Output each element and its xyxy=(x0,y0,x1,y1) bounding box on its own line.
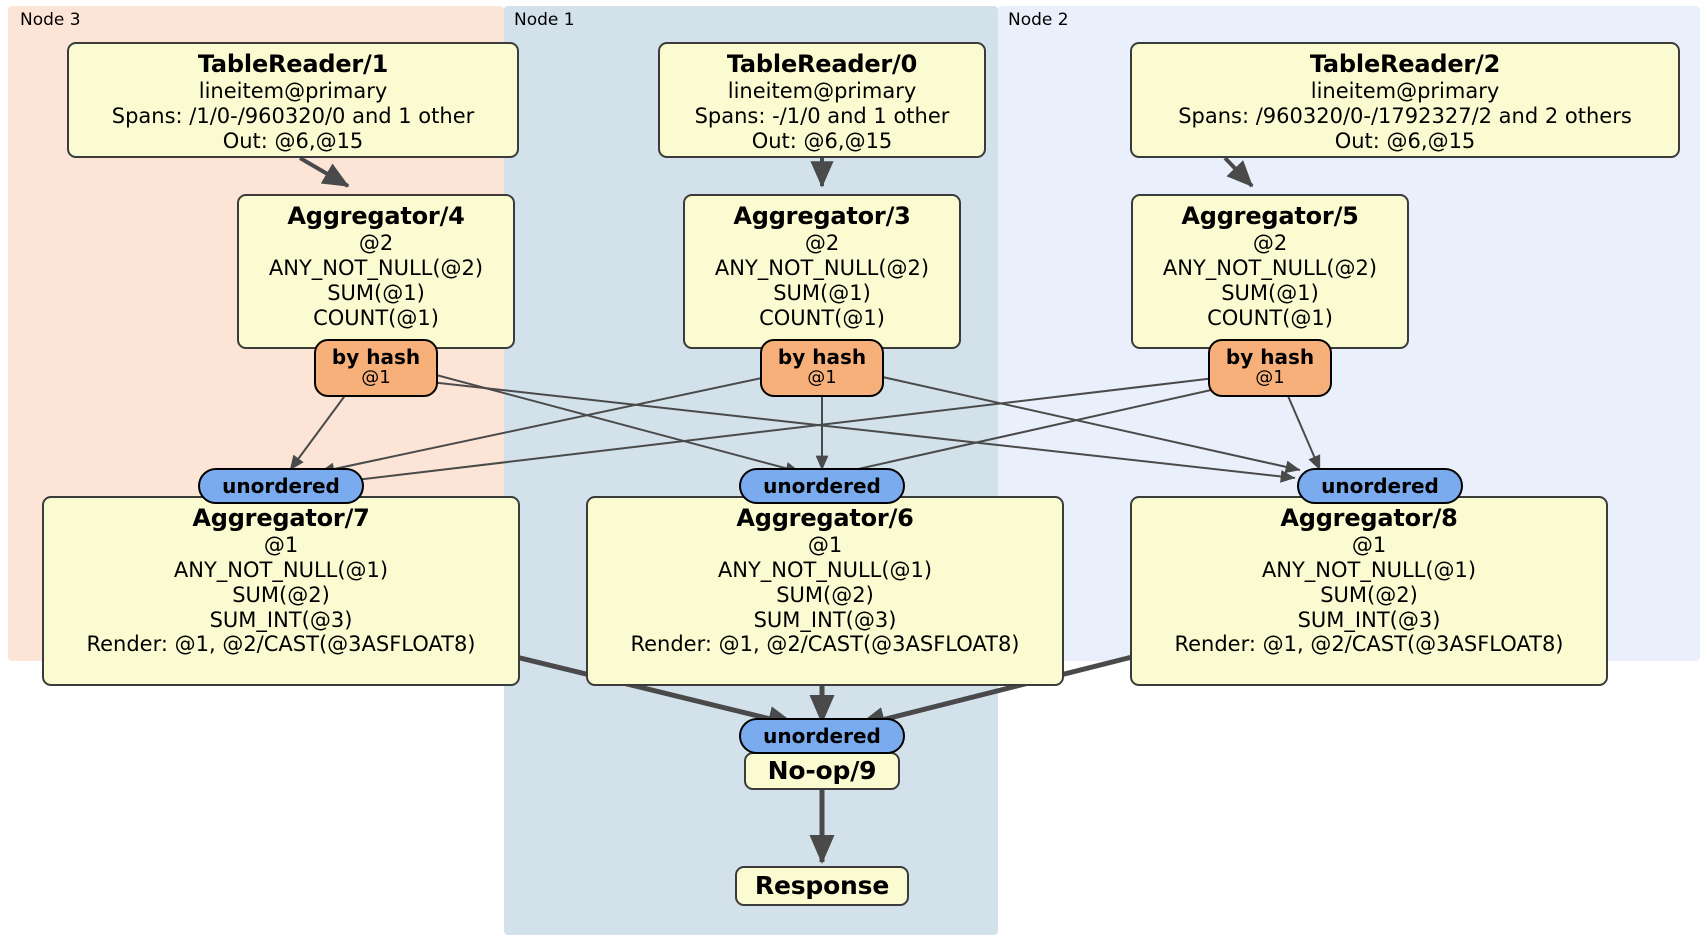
processor-line: Render: @1, @2/CAST(@3ASFLOAT8) xyxy=(1174,632,1564,657)
router-kind: by hash xyxy=(777,345,867,369)
processor-line: Out: @6,@15 xyxy=(1334,128,1476,153)
processor-line: SUM(@2) xyxy=(776,582,874,607)
router-kind: by hash xyxy=(1225,345,1315,369)
processor-title: No-op/9 xyxy=(767,756,877,786)
processor-line: SUM_INT(@3) xyxy=(753,607,897,632)
processor-line: ANY_NOT_NULL(@1) xyxy=(717,558,933,583)
processor-line: @1 xyxy=(263,533,299,558)
router-by-hash-aggregator-4[interactable]: by hash @1 xyxy=(314,339,438,397)
processor-line: lineitem@primary xyxy=(1310,79,1500,104)
processor-line: @2 xyxy=(804,231,840,256)
stream-unordered-left[interactable]: unordered xyxy=(198,468,364,504)
processor-line: Spans: /1/0-/960320/0 and 1 other xyxy=(111,104,475,129)
router-by-hash-aggregator-3[interactable]: by hash @1 xyxy=(760,339,884,397)
router-columns: @1 xyxy=(361,367,391,389)
processor-title: Aggregator/7 xyxy=(192,504,370,532)
processor-line: COUNT(@1) xyxy=(759,305,885,330)
router-columns: @1 xyxy=(807,367,837,389)
processor-line: Out: @6,@15 xyxy=(751,128,893,153)
processor-line: @1 xyxy=(807,533,843,558)
processor-line: @1 xyxy=(1351,533,1387,558)
processor-title: TableReader/0 xyxy=(726,50,918,78)
node-label-node2: Node 2 xyxy=(1008,10,1069,30)
processor-table-reader-0[interactable]: TableReader/0 lineitem@primary Spans: -/… xyxy=(658,42,986,158)
processor-line: lineitem@primary xyxy=(727,79,917,104)
processor-line: ANY_NOT_NULL(@1) xyxy=(173,558,389,583)
processor-table-reader-2[interactable]: TableReader/2 lineitem@primary Spans: /9… xyxy=(1130,42,1680,158)
processor-line: SUM(@1) xyxy=(773,280,871,305)
processor-line: ANY_NOT_NULL(@2) xyxy=(1162,256,1378,281)
stream-unordered-right[interactable]: unordered xyxy=(1297,468,1463,504)
processor-title: Response xyxy=(754,871,890,901)
processor-title: TableReader/2 xyxy=(1309,50,1501,78)
processor-title: TableReader/1 xyxy=(197,50,389,78)
router-columns: @1 xyxy=(1255,367,1285,389)
processor-aggregator-8[interactable]: Aggregator/8 @1 ANY_NOT_NULL(@1) SUM(@2)… xyxy=(1130,496,1608,686)
processor-line: SUM(@1) xyxy=(1221,280,1319,305)
processor-line: @2 xyxy=(358,231,394,256)
processor-line: Spans: /960320/0-/1792327/2 and 2 others xyxy=(1178,104,1632,129)
processor-line: ANY_NOT_NULL(@2) xyxy=(714,256,930,281)
node-label-node1: Node 1 xyxy=(514,10,575,30)
processor-aggregator-7[interactable]: Aggregator/7 @1 ANY_NOT_NULL(@1) SUM(@2)… xyxy=(42,496,520,686)
processor-line: ANY_NOT_NULL(@1) xyxy=(1261,558,1477,583)
processor-title: Aggregator/6 xyxy=(736,504,914,532)
processor-line: Render: @1, @2/CAST(@3ASFLOAT8) xyxy=(630,632,1020,657)
processor-aggregator-5[interactable]: Aggregator/5 @2 ANY_NOT_NULL(@2) SUM(@1)… xyxy=(1131,194,1409,349)
stream-unordered-mid[interactable]: unordered xyxy=(739,468,905,504)
processor-line: Spans: -/1/0 and 1 other xyxy=(694,104,950,129)
processor-line: Render: @1, @2/CAST(@3ASFLOAT8) xyxy=(86,632,476,657)
router-by-hash-aggregator-5[interactable]: by hash @1 xyxy=(1208,339,1332,397)
processor-line: SUM_INT(@3) xyxy=(1297,607,1441,632)
processor-response[interactable]: Response xyxy=(735,866,909,906)
node-label-node3: Node 3 xyxy=(20,10,81,30)
processor-line: SUM(@2) xyxy=(232,582,330,607)
processor-line: @2 xyxy=(1252,231,1288,256)
processor-title: Aggregator/5 xyxy=(1181,202,1359,230)
router-kind: by hash xyxy=(331,345,421,369)
processor-title: Aggregator/3 xyxy=(733,202,911,230)
processor-line: COUNT(@1) xyxy=(1207,305,1333,330)
processor-line: ANY_NOT_NULL(@2) xyxy=(268,256,484,281)
processor-line: lineitem@primary xyxy=(198,79,388,104)
processor-title: Aggregator/8 xyxy=(1280,504,1458,532)
stream-unordered-final[interactable]: unordered xyxy=(739,718,905,754)
processor-line: SUM_INT(@3) xyxy=(209,607,353,632)
processor-noop-9[interactable]: No-op/9 xyxy=(744,752,900,790)
processor-aggregator-6[interactable]: Aggregator/6 @1 ANY_NOT_NULL(@1) SUM(@2)… xyxy=(586,496,1064,686)
processor-line: Out: @6,@15 xyxy=(222,128,364,153)
processor-aggregator-3[interactable]: Aggregator/3 @2 ANY_NOT_NULL(@2) SUM(@1)… xyxy=(683,194,961,349)
processor-line: SUM(@2) xyxy=(1320,582,1418,607)
processor-title: Aggregator/4 xyxy=(287,202,465,230)
processor-line: COUNT(@1) xyxy=(313,305,439,330)
processor-table-reader-1[interactable]: TableReader/1 lineitem@primary Spans: /1… xyxy=(67,42,519,158)
processor-aggregator-4[interactable]: Aggregator/4 @2 ANY_NOT_NULL(@2) SUM(@1)… xyxy=(237,194,515,349)
processor-line: SUM(@1) xyxy=(327,280,425,305)
